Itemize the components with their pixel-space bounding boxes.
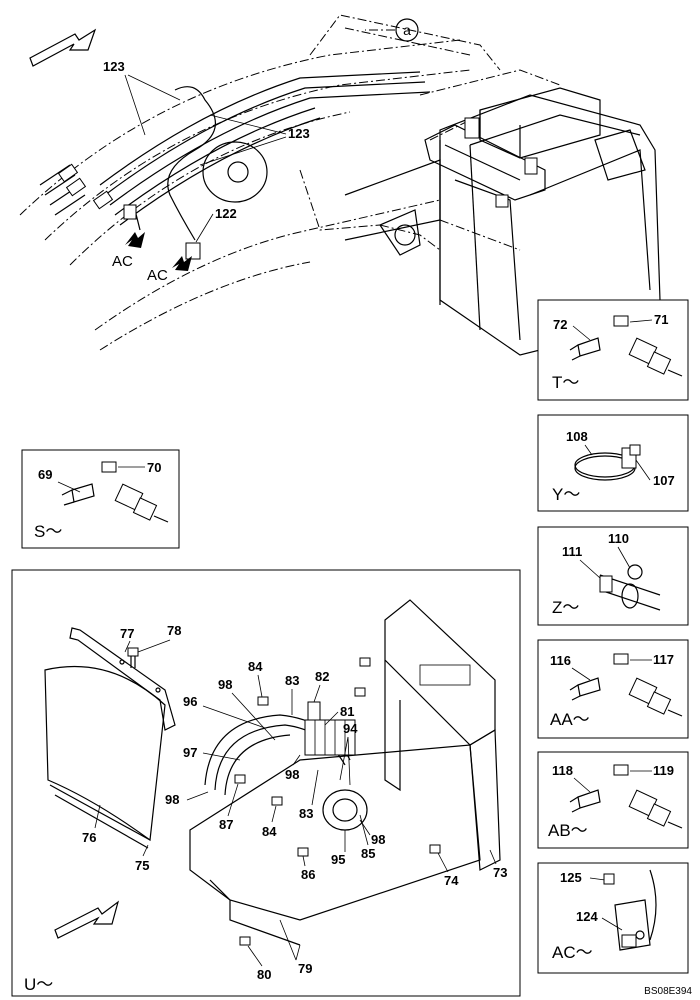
- drawing-reference-code: BS08E394: [644, 986, 692, 997]
- detail-view-z: 110 111 Z～: [537, 526, 689, 626]
- label-73: 73: [493, 865, 507, 880]
- detail-view-ab: 118 119 AB～: [537, 751, 689, 849]
- label-123-right: 123: [288, 126, 310, 141]
- label-71: 71: [654, 312, 668, 327]
- label-74: 74: [444, 873, 459, 888]
- label-111: 111: [562, 544, 582, 559]
- label-117: 117: [653, 652, 674, 667]
- label-78: 78: [167, 623, 181, 638]
- label-69: 69: [38, 467, 52, 482]
- callout-a: a: [365, 18, 419, 42]
- top-labels: 123 123 122 AC AC: [103, 59, 310, 284]
- label-96: 96: [183, 694, 197, 709]
- label-87: 87: [219, 817, 233, 832]
- label-107: 107: [653, 473, 675, 488]
- label-ac-1: AC: [112, 253, 133, 270]
- view-label-z: Z～: [552, 598, 579, 617]
- detail-view-s: 69 70 S～: [21, 449, 180, 549]
- view-label-aa: AA～: [550, 710, 590, 729]
- label-86: 86: [301, 867, 315, 882]
- detail-view-u: 77 78 84 83 82 98 96 81 94 97 98 98 87 8…: [11, 569, 521, 997]
- label-82: 82: [315, 669, 329, 684]
- label-83-bottom: 83: [299, 806, 313, 821]
- label-98-d: 98: [371, 832, 385, 847]
- boom-assembly-illustration: [19, 14, 661, 356]
- view-label-ab: AB～: [548, 821, 588, 840]
- label-98-a: 98: [218, 677, 232, 692]
- direction-arrow-top: [29, 28, 97, 67]
- label-85: 85: [361, 846, 375, 861]
- label-75: 75: [135, 858, 149, 873]
- label-72: 72: [553, 317, 567, 332]
- detail-view-t: 72 71 T～: [537, 299, 689, 401]
- label-70: 70: [147, 460, 161, 475]
- label-118: 118: [552, 763, 573, 778]
- label-122: 122: [215, 206, 237, 221]
- callout-a-label: a: [403, 22, 411, 38]
- detail-view-ac: 125 124 AC～: [537, 862, 689, 974]
- label-79: 79: [298, 961, 312, 976]
- label-98-c: 98: [165, 792, 179, 807]
- view-label-ac: AC～: [552, 943, 593, 962]
- view-label-y: Y～: [552, 485, 580, 504]
- label-76: 76: [82, 830, 96, 845]
- label-ac-2: AC: [147, 267, 168, 284]
- label-123-top: 123: [103, 59, 125, 74]
- label-81: 81: [340, 704, 354, 719]
- detail-view-aa: 116 117 AA～: [537, 639, 689, 739]
- label-80: 80: [257, 967, 271, 982]
- label-110: 110: [608, 531, 629, 546]
- view-label-t: T～: [552, 373, 579, 392]
- detail-view-y: 108 107 Y～: [537, 414, 689, 512]
- label-124: 124: [576, 909, 598, 924]
- label-108: 108: [566, 429, 588, 444]
- label-98-b: 98: [285, 767, 299, 782]
- label-95: 95: [331, 852, 345, 867]
- label-84-top: 84: [248, 659, 263, 674]
- label-97: 97: [183, 745, 197, 760]
- view-label-s: S～: [34, 522, 62, 541]
- label-116: 116: [550, 653, 571, 668]
- view-label-u: U～: [24, 975, 53, 994]
- label-84-bottom: 84: [262, 824, 277, 839]
- label-94: 94: [343, 721, 358, 736]
- label-77: 77: [120, 626, 134, 641]
- label-125: 125: [560, 870, 582, 885]
- label-83-top: 83: [285, 673, 299, 688]
- label-119: 119: [653, 763, 674, 778]
